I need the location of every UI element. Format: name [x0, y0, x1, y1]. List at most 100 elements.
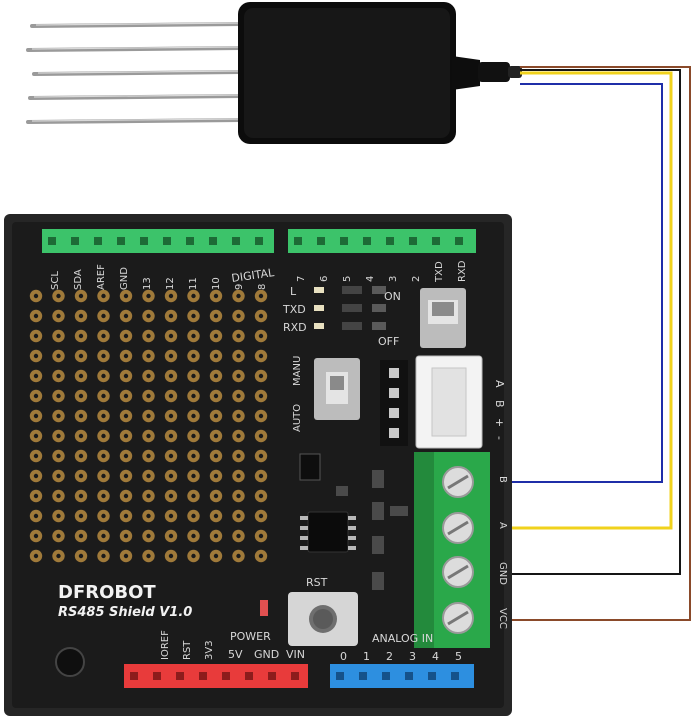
pin-label: 7	[296, 276, 307, 282]
jumper-header	[380, 360, 408, 446]
header-pin-hole	[71, 237, 79, 245]
power-switch[interactable]: ON OFF	[378, 288, 466, 348]
pin-label: 5	[342, 276, 353, 282]
mode-switch[interactable]: AUTO MANU	[292, 356, 360, 432]
header-pin-hole	[140, 237, 148, 245]
wire-blue	[470, 83, 663, 483]
analog-pin-label: 2	[386, 650, 393, 663]
pin-label: IOREF	[160, 630, 171, 660]
header-pin-hole	[455, 237, 463, 245]
header-pin-hole	[163, 237, 171, 245]
pin-label: RXD	[457, 260, 468, 282]
prototyping-area	[29, 289, 268, 563]
analog-pin-label: 4	[432, 650, 439, 663]
power-pin-gnd: GND	[254, 648, 279, 661]
header-pin-hole	[432, 237, 440, 245]
power-pin-labels-rotated: IOREF RST 3V3	[160, 630, 215, 660]
terminal-label-gnd: GND	[497, 562, 508, 585]
header-pin-hole	[409, 237, 417, 245]
power-pin-5v: 5V	[228, 648, 243, 661]
led-label-rxd: RXD	[283, 321, 307, 334]
analog-pin-label: 0	[340, 650, 347, 663]
header-pin-hole	[359, 672, 367, 680]
reset-button[interactable]: RST	[288, 576, 358, 646]
analog-header	[330, 664, 474, 688]
power-header	[124, 664, 308, 688]
pin-label: SCL	[50, 271, 61, 290]
led-label-l: L	[290, 285, 297, 298]
terminal-label-vcc: VCC	[497, 608, 508, 629]
header-pin-hole	[199, 672, 207, 680]
power-group-label: POWER	[230, 630, 271, 643]
header-pin-hole	[405, 672, 413, 680]
passive-components	[260, 453, 408, 616]
pin-label: TXD	[434, 261, 445, 283]
pin-label: 11	[188, 277, 199, 290]
pin-label: GND	[119, 267, 130, 290]
header-pin-hole	[130, 672, 138, 680]
header-pin-hole	[153, 672, 161, 680]
digital-label: DIGITAL	[231, 266, 276, 285]
header-pin-hole	[94, 237, 102, 245]
rs485-label-a: A	[493, 380, 506, 388]
pin-label: 3V3	[204, 640, 215, 660]
wire-brown	[470, 66, 691, 621]
pin-label: 3	[388, 276, 399, 282]
pin-label: 8	[257, 284, 268, 290]
header-pin-hole	[382, 672, 390, 680]
analog-pin-label: 5	[455, 650, 462, 663]
wire-yellow	[470, 71, 673, 530]
header-pin-hole	[428, 672, 436, 680]
board-name: RS485 Shield V1.0	[58, 605, 192, 620]
reset-label: RST	[306, 576, 328, 589]
soil-sensor-probe	[26, 2, 522, 144]
header-pin-hole	[245, 672, 253, 680]
switch-off-label: OFF	[378, 335, 399, 348]
analog-pin-label: 1	[363, 650, 370, 663]
rs485-label-minus: -	[493, 436, 506, 440]
pin-label: RST	[182, 640, 193, 660]
status-leds: L TXD RXD	[282, 285, 386, 334]
wire-black	[470, 69, 681, 575]
pin-label: 4	[365, 276, 376, 282]
header-pin-hole	[340, 237, 348, 245]
pin-label: 13	[142, 277, 153, 290]
digital-pin-labels-right: 7 6 5 4 3 2 TXD RXD	[296, 260, 468, 283]
rs485-label-plus: +	[493, 418, 506, 427]
header-pin-hole	[176, 672, 184, 680]
mounting-hole	[55, 647, 85, 677]
rs485-label-b: B	[493, 400, 506, 408]
mode-auto-label: AUTO	[292, 404, 303, 432]
header-pin-hole	[186, 237, 194, 245]
pin-label: 6	[319, 276, 330, 282]
ic-chip	[300, 511, 356, 553]
pin-label: SDA	[73, 269, 84, 290]
analog-group-label: ANALOG IN	[372, 632, 433, 645]
header-top-right	[288, 229, 476, 253]
terminal-label-b: B	[497, 476, 508, 483]
probe-needles	[26, 22, 244, 124]
header-pin-hole	[317, 237, 325, 245]
terminal-label-a: A	[497, 522, 508, 529]
header-pin-hole	[291, 672, 299, 680]
led-label-txd: TXD	[282, 303, 306, 316]
header-pin-hole	[386, 237, 394, 245]
header-pin-hole	[255, 237, 263, 245]
pin-label: 10	[211, 277, 222, 290]
rs485-jst-connector: A B + -	[415, 355, 506, 449]
header-pin-hole	[48, 237, 56, 245]
power-pin-vin: VIN	[286, 648, 305, 661]
brand-logo: DFROBOT	[58, 582, 156, 603]
cable-wires	[470, 66, 691, 621]
header-pin-hole	[232, 237, 240, 245]
cable-gland	[452, 56, 480, 90]
mode-manu-label: MANU	[292, 356, 303, 386]
header-pin-hole	[209, 237, 217, 245]
header-pin-hole	[363, 237, 371, 245]
pin-label: 2	[411, 276, 422, 282]
header-top-left	[42, 229, 274, 253]
header-pin-hole	[294, 237, 302, 245]
